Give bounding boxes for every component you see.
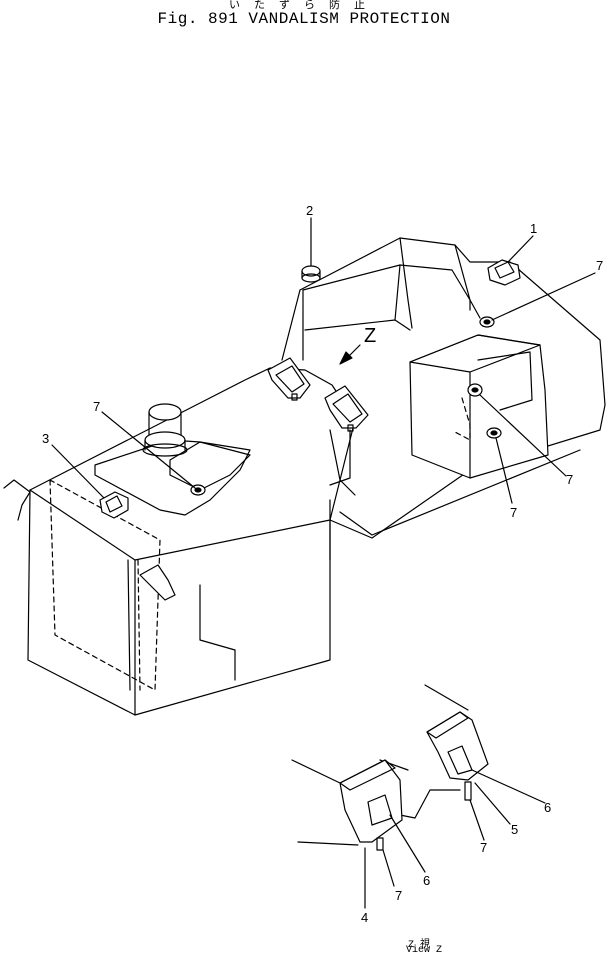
callout-1: 1	[530, 221, 537, 236]
view-caption-japanese: Z 視	[408, 940, 431, 951]
callout-7-left: 7	[93, 399, 100, 414]
detail-view-z	[291, 684, 546, 909]
front-body	[3, 367, 356, 716]
callout-5: 5	[511, 822, 518, 837]
view-z-arrow	[339, 344, 361, 365]
bolt-part-7a	[479, 316, 495, 328]
callout-7-right: 7	[566, 472, 573, 487]
callout-7-top-right: 7	[596, 258, 603, 273]
callout-6-detail-right: 6	[544, 800, 551, 815]
callout-7-detail-right: 7	[480, 840, 487, 855]
bolt-part-7b	[467, 383, 483, 397]
cover-a	[267, 357, 311, 401]
leader-lines	[51, 217, 596, 504]
callout-4: 4	[361, 910, 368, 925]
title-japanese: いたずら防止	[229, 0, 379, 11]
callout-7-detail-left: 7	[395, 888, 402, 903]
callout-2: 2	[306, 203, 313, 218]
view-z-marker: Z	[364, 325, 376, 347]
bolt-part-7c	[486, 427, 502, 439]
figure-title: Fig. 891 VANDALISM PROTECTION	[157, 10, 451, 28]
rear-box	[409, 334, 549, 479]
callout-6-detail-left: 6	[423, 873, 430, 888]
lock-part-3	[99, 491, 129, 519]
lock-part-1	[487, 259, 521, 286]
view-caption: View Z	[406, 945, 443, 956]
callout-3: 3	[42, 431, 49, 446]
upper-hood	[302, 264, 471, 361]
cover-b	[324, 385, 369, 432]
callout-7-lower: 7	[510, 505, 517, 520]
cap-part-2	[301, 265, 321, 283]
